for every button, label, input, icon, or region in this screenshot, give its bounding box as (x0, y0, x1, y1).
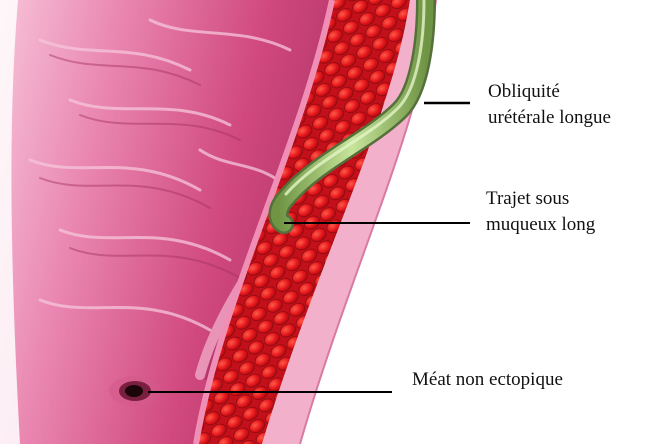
label-ureteral-obliquity: Obliquité urétérale longue (488, 79, 611, 131)
label-submucosal-course-line1: Trajet sous (486, 186, 595, 212)
label-submucosal-course-line2: muqueux long (486, 212, 595, 238)
label-non-ectopic-meatus-line1: Méat non ectopique (412, 367, 563, 393)
label-submucosal-course: Trajet sous muqueux long (486, 186, 595, 238)
label-ureteral-obliquity-line1: Obliquité (488, 79, 611, 105)
label-non-ectopic-meatus: Méat non ectopique (412, 367, 563, 393)
label-ureteral-obliquity-line2: urétérale longue (488, 105, 611, 131)
